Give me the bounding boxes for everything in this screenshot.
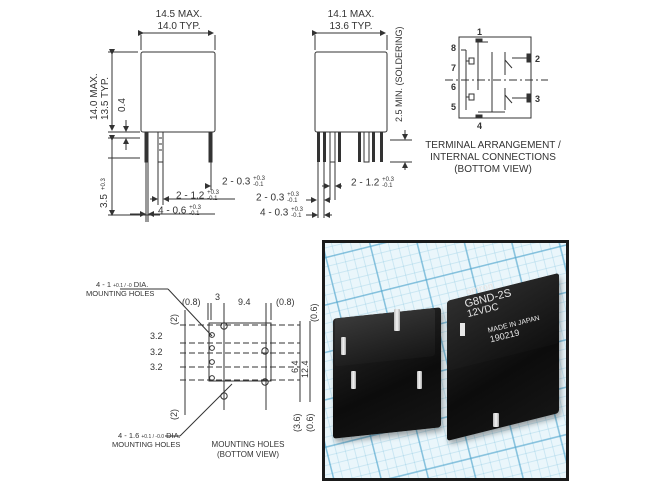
dim-08-right: (0.8) [276, 297, 295, 307]
dim-12-4: 12.4 [300, 360, 310, 378]
svg-text:5: 5 [451, 102, 456, 112]
pitch-3: 3.2 [150, 362, 163, 372]
pin1-marker [460, 323, 465, 336]
front-pin-length: 3.5 [99, 194, 110, 208]
front-dim-b: 2 - 1.2 +0.3-0.1 [176, 190, 219, 202]
dim-tol: +0.3-0.1 [189, 205, 201, 217]
relay-pin [341, 337, 346, 355]
dim-base: 4 - 0.6 [158, 205, 187, 217]
front-width-max: 14.5 MAX. [155, 9, 203, 20]
dim-tol: +0.3-0.1 [253, 176, 265, 188]
mounting-hole-layout [120, 288, 311, 437]
front-width-typ: 14.0 TYP. [157, 21, 201, 32]
terminal-caption-line2: INTERNAL CONNECTIONS [430, 152, 556, 163]
terminal-schematic [445, 36, 548, 119]
right-dim-b: 2 - 0.3 +0.3-0.1 [256, 192, 299, 204]
dim-base: 2 - 0.3 [256, 192, 285, 204]
front-pin-length-tol: +0.3 [101, 178, 107, 190]
dim-06-bottom: (0.6) [305, 413, 315, 432]
svg-text:8: 8 [451, 43, 456, 53]
svg-text:3: 3 [535, 94, 540, 104]
svg-text:2: 2 [535, 54, 540, 64]
dim-base: 2 - 1.2 [176, 190, 205, 202]
front-view-body [108, 30, 235, 222]
right-width-typ: 13.6 TYP. [329, 21, 373, 32]
relay-left [333, 307, 441, 439]
relay-pin [417, 371, 422, 389]
dim-9-4: 9.4 [238, 297, 251, 307]
relay-photo: omron G8ND-2S 12VDC MADE IN JAPAN 190219 [322, 240, 569, 481]
svg-text:1: 1 [477, 27, 482, 37]
right-view-body [306, 30, 412, 218]
relay-pin [493, 413, 499, 427]
dim-tol: +0.3-0.1 [291, 207, 303, 219]
dim-base: 4 - 0.3 [260, 207, 289, 219]
pitch-1: 3.2 [150, 331, 163, 341]
terminal-caption-line1: TERMINAL ARRANGEMENT / [425, 140, 561, 151]
front-dim-a: 2 - 0.3 +0.3-0.1 [222, 176, 265, 188]
svg-text:7: 7 [451, 63, 456, 73]
dim-base: 2 - 0.3 [222, 176, 251, 188]
front-standoff: 0.4 [117, 98, 128, 112]
dim-tol: +0.3-0.1 [207, 190, 219, 202]
front-dim-c: 4 - 0.6 +0.3-0.1 [158, 205, 201, 217]
dim-2-top: (2) [169, 314, 179, 325]
terminal-caption-line3: (BOTTOM VIEW) [454, 164, 532, 175]
relay-pin [351, 371, 356, 389]
mounting-note-bottom: 4 - 1.6 +0.1 / -0.0 DIA. MOUNTING HOLES [112, 431, 181, 450]
dim-tol: +0.3-0.1 [382, 177, 394, 189]
front-height-max: 14.0 MAX. [89, 73, 100, 120]
svg-text:6: 6 [451, 82, 456, 92]
dim-3-6: (3.6) [292, 413, 302, 432]
dim-08-left: (0.8) [182, 297, 201, 307]
dim-tol: +0.3-0.1 [287, 192, 299, 204]
right-soldering: 2.5 MIN. (SOLDERING) [394, 26, 404, 122]
mounting-caption: MOUNTING HOLES (BOTTOM VIEW) [211, 440, 285, 460]
mounting-note-top: 4 - 1 +0.1 / -0 DIA. MOUNTING HOLES [86, 280, 155, 299]
terminal-caption: TERMINAL ARRANGEMENT / INTERNAL CONNECTI… [418, 140, 568, 176]
dim-base: 2 - 1.2 [351, 177, 380, 189]
dim-06-top: (0.6) [309, 303, 319, 322]
dim-3: 3 [215, 292, 221, 302]
svg-text:4: 4 [477, 121, 482, 131]
right-width-max: 14.1 MAX. [327, 9, 375, 20]
relay-pin [394, 309, 400, 331]
pitch-2: 3.2 [150, 347, 163, 357]
terminal-pin-labels: 1 2 3 4 5 6 7 8 [451, 27, 540, 131]
dim-2-bottom: (2) [169, 409, 179, 420]
right-dim-c: 4 - 0.3 +0.3-0.1 [260, 207, 303, 219]
front-height-typ: 13.5 TYP. [100, 77, 111, 120]
right-dim-a: 2 - 1.2 +0.3-0.1 [351, 177, 394, 189]
